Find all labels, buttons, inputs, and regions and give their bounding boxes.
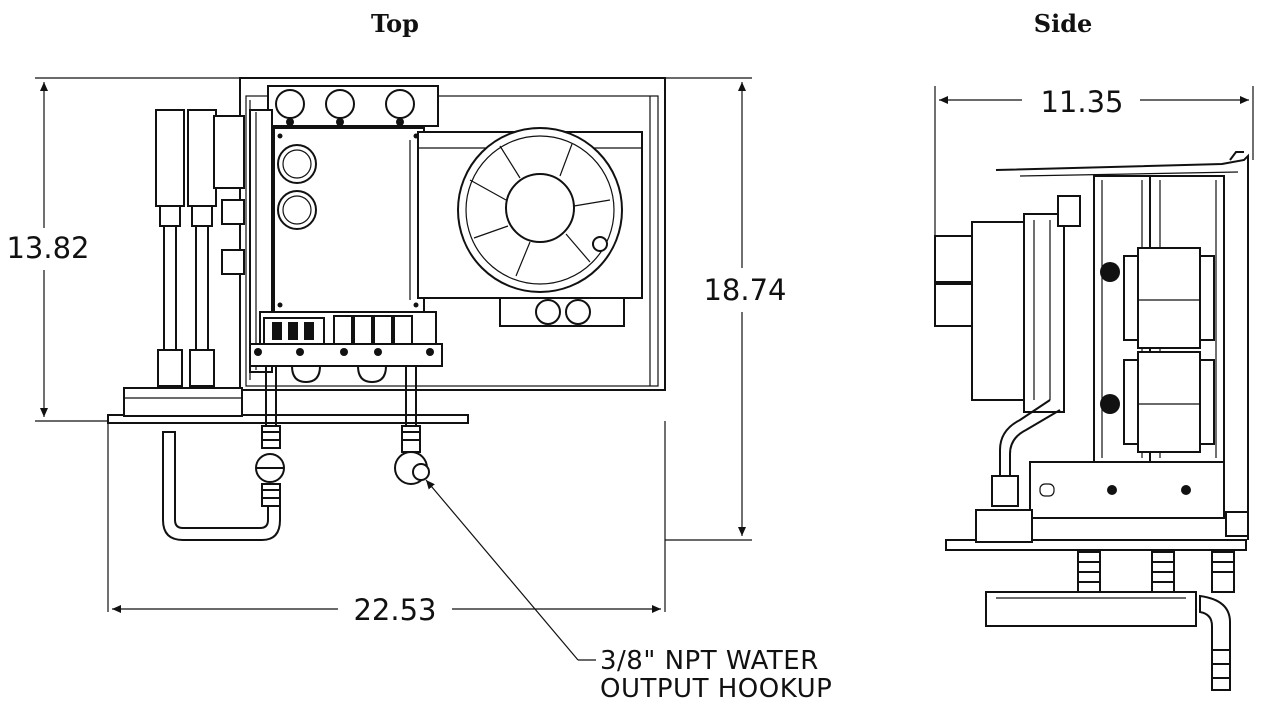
base-plate xyxy=(107,414,469,424)
fan-assembly xyxy=(409,127,643,327)
side-base-plate xyxy=(945,539,1247,551)
dim-13-82: 13.82 xyxy=(6,82,90,417)
side-bottom-fittings xyxy=(985,551,1235,691)
side-control-box xyxy=(971,221,1031,401)
control-box xyxy=(273,127,425,313)
side-view: 11.35 xyxy=(934,85,1254,691)
flow-meters xyxy=(155,109,245,387)
dim-18-74-value: 18.74 xyxy=(703,273,786,307)
callout-line-2: OUTPUT HOOKUP xyxy=(600,674,832,702)
dim-22-53: 22.53 xyxy=(112,593,661,627)
side-lid xyxy=(995,153,1249,540)
top-terminals xyxy=(267,85,439,127)
dim-18-74: 18.74 xyxy=(703,82,787,536)
top-view-title: Top xyxy=(371,9,419,38)
water-output-callout: 3/8" NPT WATER OUTPUT HOOKUP xyxy=(425,479,832,702)
side-transformers xyxy=(1100,247,1215,453)
dim-11-35-value: 11.35 xyxy=(1040,85,1123,119)
u-bend-drain xyxy=(162,431,281,541)
dim-22-53-value: 22.53 xyxy=(353,593,436,627)
terminal-blocks xyxy=(249,311,443,384)
dim-13-82-value: 13.82 xyxy=(6,231,89,265)
inlet-fittings xyxy=(255,425,285,507)
side-knob-upper xyxy=(934,235,976,283)
side-knob-lower xyxy=(934,283,976,327)
dim-11-35: 11.35 xyxy=(939,85,1249,119)
top-view: 13.82 18.74 22.53 3/8" NPT WATER OUTPUT … xyxy=(6,77,832,702)
flow-block xyxy=(123,387,243,417)
water-output-fitting xyxy=(394,425,430,485)
side-manifold xyxy=(1029,461,1225,519)
side-view-title: Side xyxy=(1034,9,1093,38)
callout-line-1: 3/8" NPT WATER xyxy=(600,646,819,676)
